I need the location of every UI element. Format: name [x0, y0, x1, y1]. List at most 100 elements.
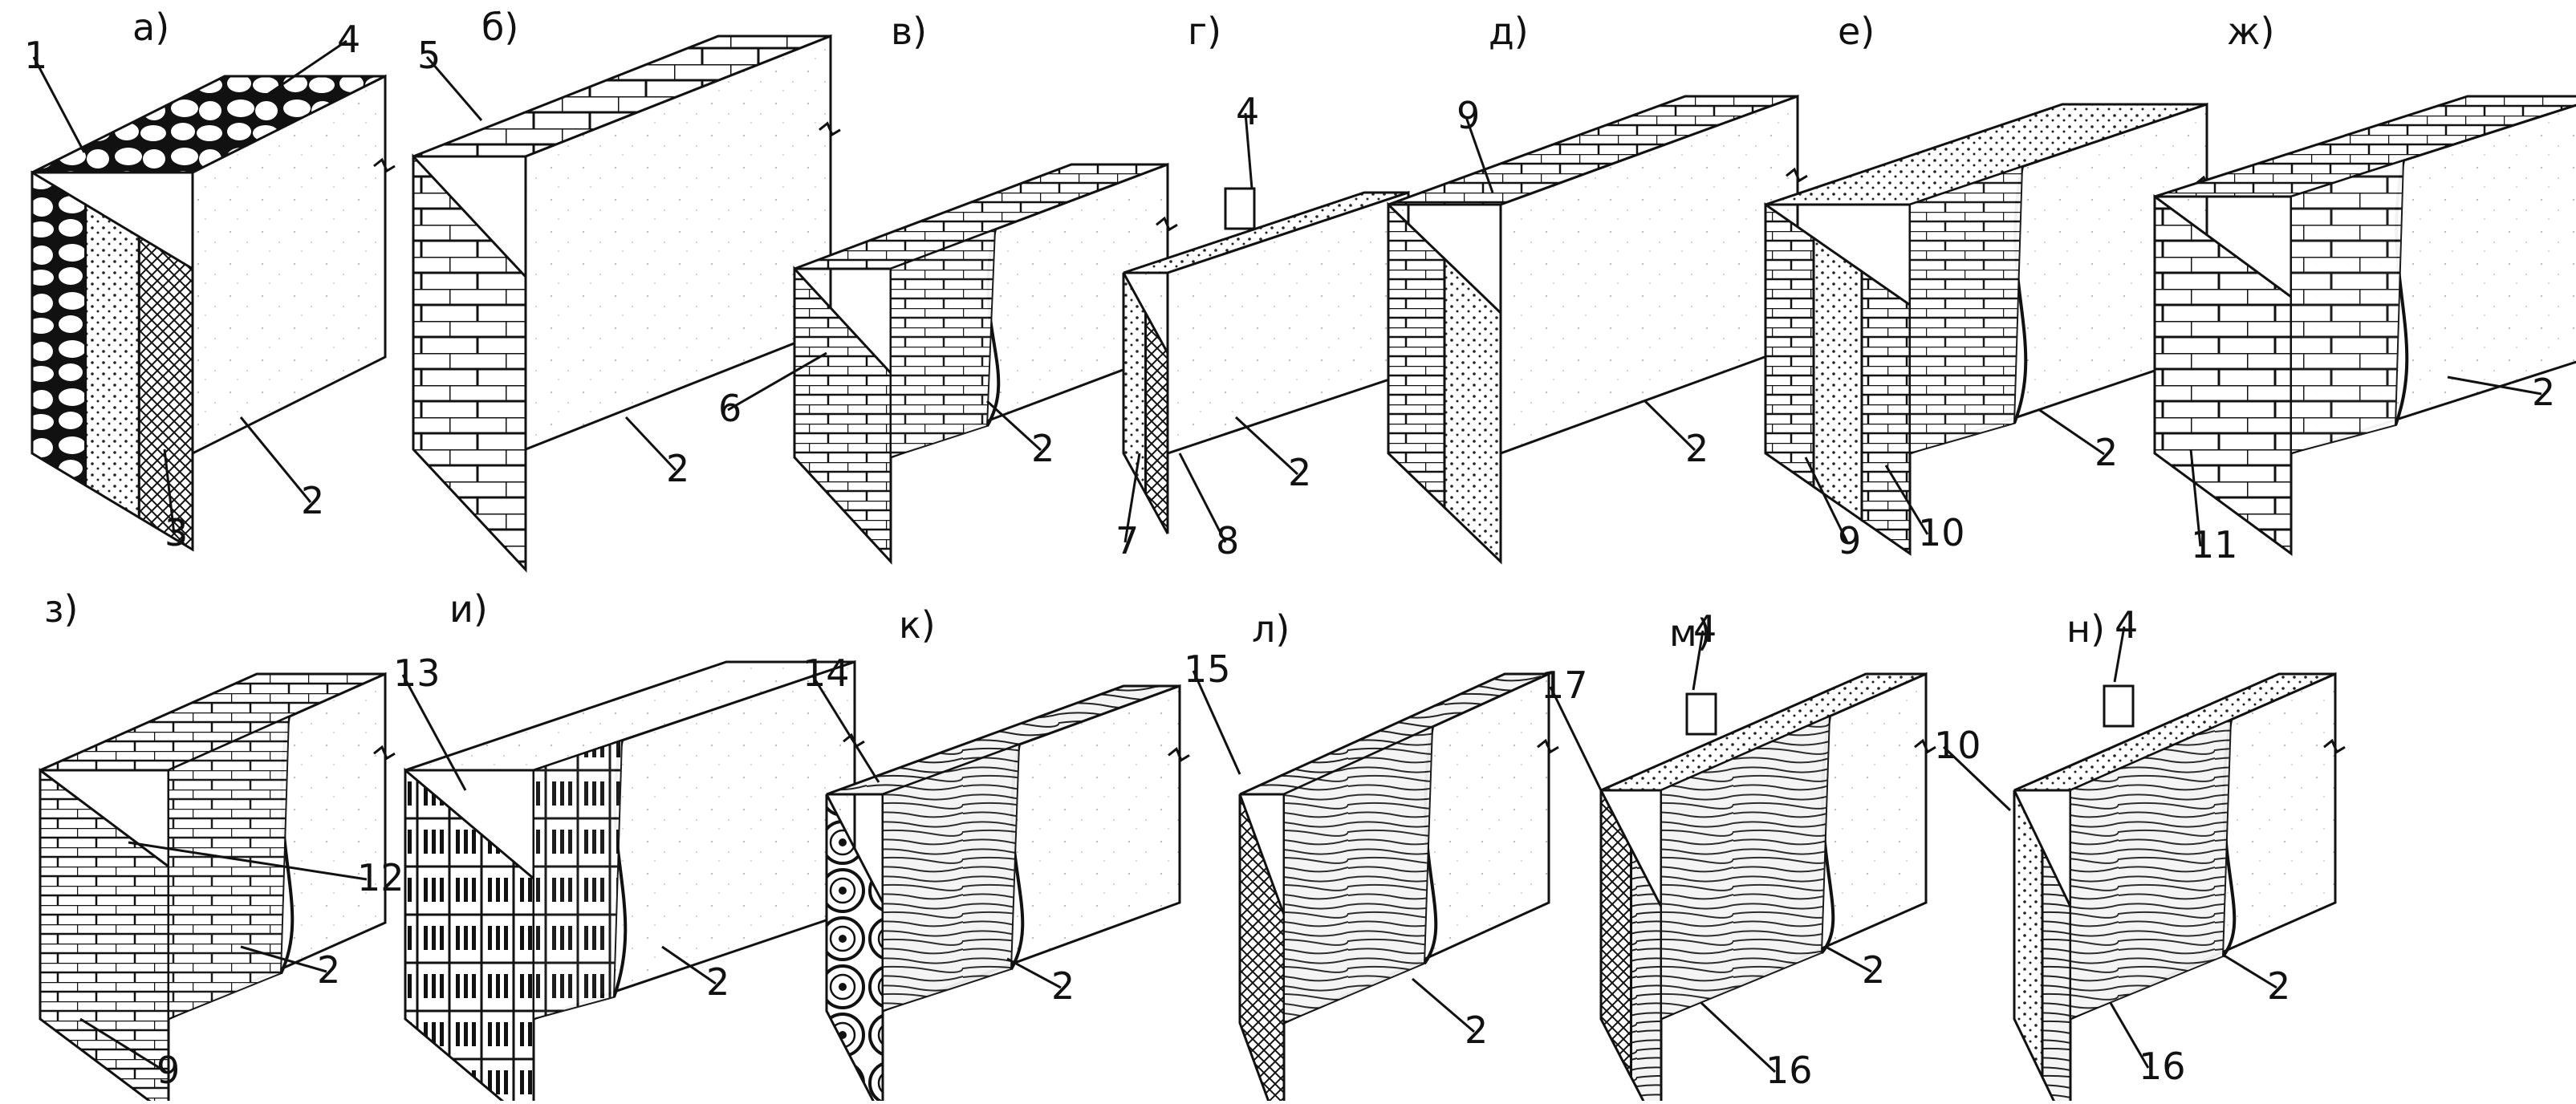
leader-line [1465, 116, 1494, 193]
leader-line [2447, 375, 2542, 396]
wall-drawing-zh [2153, 95, 2576, 556]
panel-label-i: и) [449, 587, 488, 631]
callout-number: 2 [1288, 451, 1311, 494]
callout-number: 14 [802, 651, 850, 695]
break-mark [373, 157, 396, 173]
wall-layer [84, 202, 140, 520]
leader-line [624, 416, 677, 472]
callout-number: 9 [156, 1049, 180, 1092]
leader-line [401, 674, 467, 791]
leader-line [240, 945, 327, 973]
wall-layer [39, 768, 170, 1104]
wall-drawing-v [793, 162, 1178, 565]
callout-number: 2 [1031, 427, 1054, 470]
callout-number: 4 [2115, 603, 2138, 647]
wall-drawing-m [1599, 672, 1936, 1104]
callout-number: 16 [1765, 1049, 1813, 1092]
panel-label-k: к) [899, 603, 936, 647]
leader-line [163, 448, 176, 535]
cutaway-surface [2070, 718, 2233, 1021]
panel-label-n: н) [2066, 607, 2105, 651]
leader-line [811, 674, 880, 783]
leader-line [1942, 745, 2012, 812]
callout-number: 9 [1838, 519, 1861, 562]
callout-number: 12 [357, 856, 404, 899]
wall-layer [1387, 201, 1446, 511]
leader-line [128, 841, 368, 881]
callout-number: 10 [1934, 724, 1981, 767]
callout-number: 2 [2267, 964, 2290, 1008]
wall-drawing-a [30, 74, 396, 552]
callout-number: 8 [1216, 519, 1239, 562]
wall-face [191, 74, 387, 456]
leader-line [1804, 457, 1849, 543]
wall-layer [1144, 312, 1169, 534]
break-mark [1914, 738, 1936, 754]
leader-line [1234, 416, 1299, 476]
wall-drawing-n [2013, 672, 2346, 1104]
cutaway-surface [882, 743, 1021, 1013]
leader-line [2222, 953, 2277, 989]
wall-face [1166, 190, 1410, 456]
wall-top-face [2154, 95, 2576, 198]
leader-line [1178, 453, 1227, 543]
callout-number: 2 [1465, 1009, 1488, 1052]
leader-line [661, 945, 717, 985]
callout-number: 7 [1115, 519, 1139, 562]
break-mark [373, 745, 396, 761]
leader-line [1412, 977, 1475, 1033]
leader-line [79, 1017, 167, 1074]
panel-label-a: а) [132, 6, 169, 49]
leader-line [1884, 465, 1929, 535]
callout-number: 11 [2191, 523, 2238, 566]
wall-layer [2013, 789, 2044, 1078]
wall-layer [1238, 794, 1286, 1104]
post-element [1685, 692, 1717, 736]
leader-line [727, 351, 827, 412]
callout-number: 4 [337, 18, 360, 61]
callout-number: 9 [1457, 94, 1480, 137]
callout-number: 10 [1918, 511, 1965, 554]
leader-line [32, 56, 86, 153]
break-mark [1786, 167, 1808, 183]
wall-layer [1599, 789, 1632, 1078]
wall-layer [1764, 202, 1815, 489]
callout-number: 2 [1685, 427, 1709, 470]
callout-number: 2 [706, 960, 729, 1004]
wall-layer [2041, 847, 2072, 1104]
wall-layer [793, 266, 892, 565]
wall-layer [1630, 847, 1663, 1104]
wall-layer [137, 234, 194, 552]
wall-layer [1443, 255, 1502, 565]
callout-number: 4 [1236, 90, 1259, 133]
cutaway-surface [1909, 165, 2024, 455]
leader-line [1244, 112, 1253, 189]
leader-line [1692, 630, 1704, 691]
panel-label-l: л) [1252, 607, 1290, 651]
break-mark [1537, 738, 1559, 754]
callout-number: 2 [1862, 948, 1885, 992]
wall-layer [404, 767, 535, 1104]
cutaway-surface [890, 228, 997, 459]
leader-line [985, 400, 1042, 452]
callout-number: 6 [718, 387, 742, 430]
callout-number: 13 [393, 651, 441, 695]
callout-number: 3 [165, 511, 188, 554]
wall-drawing-i [404, 660, 865, 1104]
break-mark [2323, 738, 2346, 754]
leader-line [1006, 957, 1062, 989]
cutaway-surface [168, 715, 291, 1021]
panel-label-g: г) [1188, 10, 1221, 53]
callout-number: 2 [666, 447, 689, 490]
panel-label-e: е) [1838, 10, 1875, 53]
wall-drawing-l [1238, 672, 1559, 1104]
panel-label-m: м) [1669, 611, 1712, 655]
post-element [2103, 684, 2135, 728]
break-mark [1156, 216, 1178, 232]
panel-label-v: в) [891, 10, 927, 53]
wall-layer [30, 170, 87, 488]
callout-number: 5 [417, 34, 441, 77]
leader-line [1192, 670, 1241, 775]
callout-number: 2 [2095, 431, 2118, 474]
